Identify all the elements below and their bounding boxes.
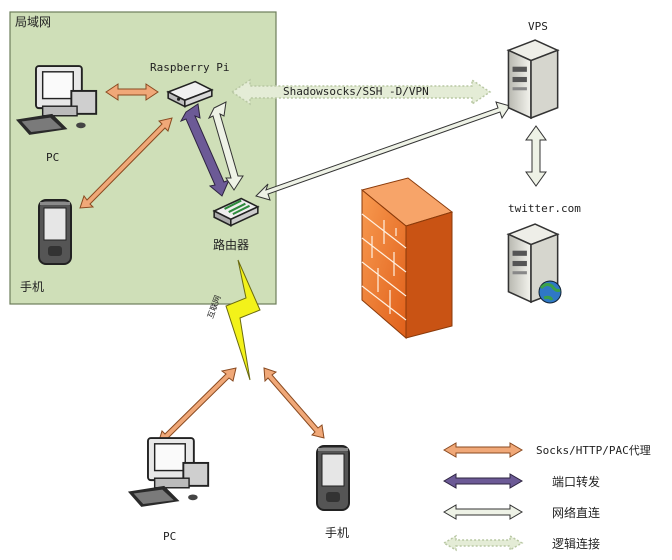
vps-label: VPS <box>528 20 548 33</box>
proxy-arrow-phone-pi <box>79 117 173 209</box>
raspberry-pi-label: Raspberry Pi <box>150 61 230 74</box>
router-label: 路由器 <box>213 238 250 252</box>
legend-port-forward-arrow <box>443 473 523 489</box>
pc-wan-icon <box>126 437 210 508</box>
pc-lan-label: PC <box>46 151 60 164</box>
proxy-arrow-pc-pi <box>105 83 159 101</box>
pc-wan-label: PC <box>163 530 177 543</box>
legend-logical-arrow <box>442 534 524 552</box>
legend-direct-arrow <box>443 504 523 520</box>
phone-wan-icon <box>316 445 350 511</box>
port-forward-arrow-pi-router <box>179 103 230 197</box>
firewall-icon <box>360 177 454 340</box>
proxy-arrow-wan-phone <box>263 367 325 439</box>
legend-proxy-label: Socks/HTTP/PAC代理 <box>536 444 651 457</box>
direct-connection-pi-router <box>207 101 244 191</box>
logical-connection-arrow <box>230 78 492 106</box>
phone-wan-label: 手机 <box>325 526 350 540</box>
direct-connection-vps-twitter <box>525 125 547 187</box>
legend-direct-label: 网络直连 <box>552 506 601 520</box>
legend-logical-label: 逻辑连接 <box>552 537 601 551</box>
twitter-server-icon <box>507 223 562 304</box>
proxy-arrow-wan-pc <box>157 367 237 445</box>
twitter-label: twitter.com <box>508 202 581 215</box>
legend-port-forward-label: 端口转发 <box>552 475 601 489</box>
phone-lan-icon <box>38 199 72 265</box>
tunnel-label: Shadowsocks/SSH -D/VPN <box>283 85 429 98</box>
internet-lightning-icon <box>225 259 261 381</box>
legend-proxy-arrow <box>443 442 523 458</box>
phone-lan-label: 手机 <box>20 280 45 294</box>
lan-label: 局域网 <box>15 15 52 29</box>
vps-server-icon <box>507 39 559 119</box>
